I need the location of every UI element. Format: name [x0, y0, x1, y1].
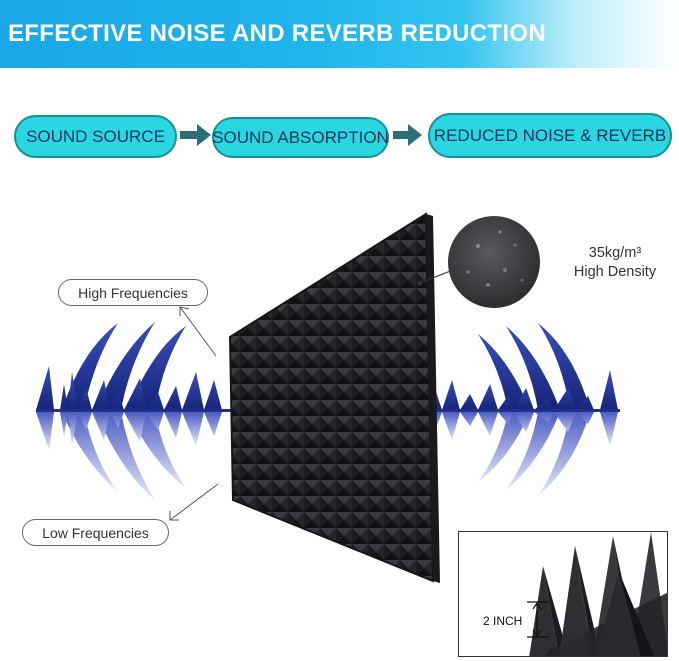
flow-arrow-1: [180, 124, 211, 146]
foam-panel: [228, 212, 440, 583]
title-banner: EFFECTIVE NOISE AND REVERB REDUCTION: [0, 0, 679, 68]
low-frequency-pointer: [169, 483, 219, 521]
flow-arrow-2: [393, 124, 422, 146]
thickness-label: 2 INCH: [483, 614, 523, 628]
density-label: High Density: [573, 264, 657, 280]
foam-texture-sample: [448, 216, 540, 308]
high-frequencies-label: High Frequencies: [58, 279, 208, 306]
sound-wave-right: [425, 323, 620, 412]
density-callout: [417, 216, 540, 308]
high-frequency-pointer: [179, 306, 217, 357]
low-frequencies-label: Low Frequencies: [22, 519, 169, 546]
sound-wave-left: [36, 322, 236, 412]
step-reduced-noise: REDUCED NOISE & REVERB: [428, 113, 672, 158]
thickness-inset: [458, 531, 668, 657]
sound-wave-right-reflection: [430, 412, 618, 496]
density-value: 35kg/m³: [588, 245, 642, 261]
density-text: 35kg/m³ High Density: [560, 244, 670, 282]
step-sound-absorption: SOUND ABSORPTION: [212, 117, 389, 158]
step-sound-source: SOUND SOURCE: [14, 115, 177, 158]
banner-title: EFFECTIVE NOISE AND REVERB REDUCTION: [8, 20, 546, 47]
sound-wave-left-reflection: [36, 412, 222, 500]
foam-profile: [527, 532, 667, 656]
